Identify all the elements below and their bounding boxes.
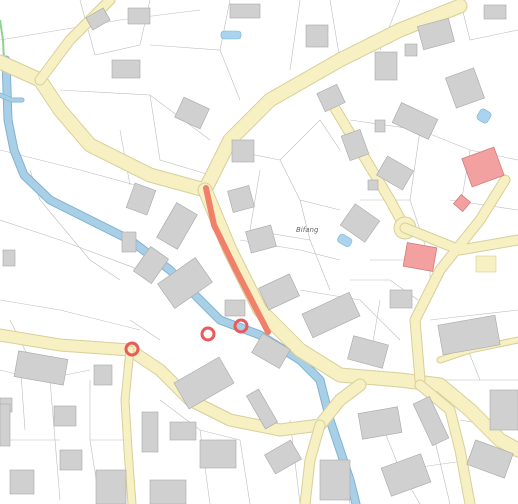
map-marker-1[interactable] <box>124 341 140 357</box>
location-markers[interactable] <box>124 318 249 357</box>
ponds <box>220 30 497 273</box>
streams <box>0 19 361 504</box>
place-label: Bifang <box>296 226 319 234</box>
map-marker-3[interactable] <box>233 318 249 334</box>
map-marker-2[interactable] <box>200 326 216 342</box>
highlighted-road-segment <box>203 185 271 335</box>
buildings <box>0 3 518 504</box>
highlighted-buildings <box>402 146 505 272</box>
